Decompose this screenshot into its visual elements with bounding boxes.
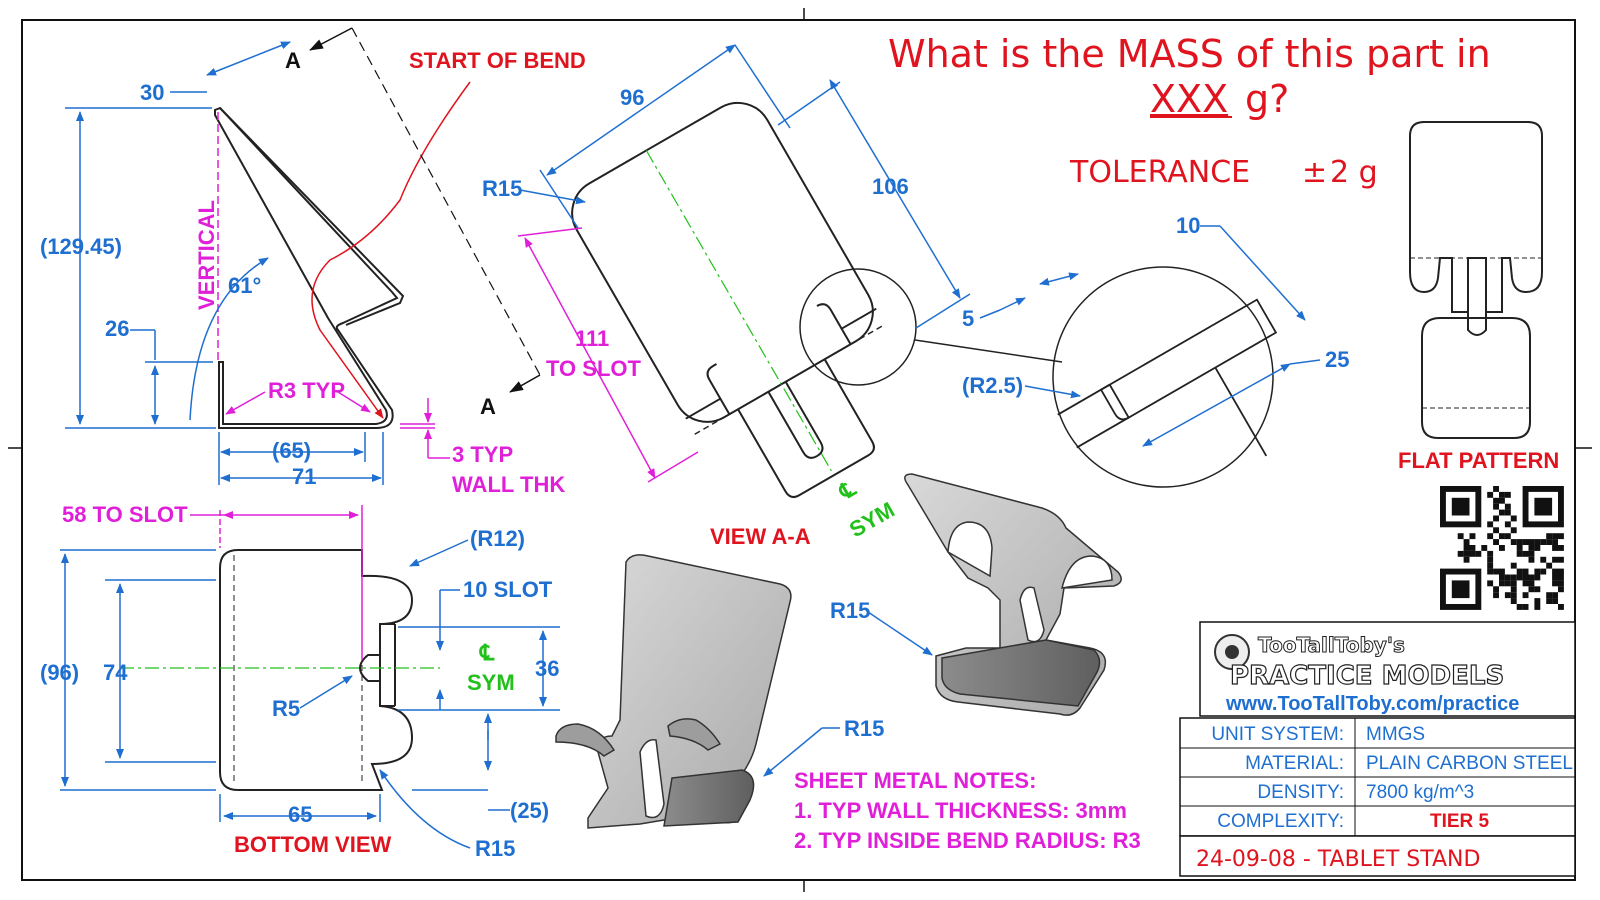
view-dim-111: 111 (575, 326, 609, 351)
brand-sub: PRACTICE MODELS (1230, 661, 1504, 691)
bottom-r15: R15 (475, 836, 515, 861)
tolerance-label: TOLERANCE (1069, 155, 1250, 190)
section-a-top: A (285, 48, 301, 73)
bottom-dim-74: 74 (103, 660, 128, 685)
flat-pattern: FLAT PATTERN (1398, 121, 1559, 473)
brand-url: www.TooTallToby.com/practice (1225, 693, 1519, 715)
r3-typ-label: R3 TYP (268, 378, 345, 403)
start-of-bend-label: START OF BEND (409, 48, 586, 73)
notes-heading: SHEET METAL NOTES: (794, 768, 1036, 793)
brand-name: TooTallToby's (1258, 633, 1405, 657)
detail-r2-5: (R2.5) (962, 373, 1023, 398)
tb-label-unit-system: UNIT SYSTEM: (1211, 724, 1344, 745)
view-dim-106: 106 (872, 174, 909, 199)
bottom-dim-25: (25) (510, 798, 549, 823)
tb-label-complexity: COMPLEXITY: (1217, 811, 1344, 832)
three-typ-label: 3 TYP (452, 442, 513, 467)
dim-30: 30 (140, 80, 164, 105)
detail-dim-10: 10 (1176, 213, 1200, 238)
tb-value-unit-system: MMGS (1366, 724, 1425, 745)
detail-dim-25: 25 (1325, 347, 1349, 372)
bottom-sym-label: SYM (467, 670, 515, 695)
question-unit: g? (1245, 77, 1289, 121)
sheet-metal-notes: SHEET METAL NOTES: 1. TYP WALL THICKNESS… (794, 768, 1141, 853)
wall-thk-label: WALL THK (452, 472, 565, 497)
view-sym-label: SYM (845, 497, 899, 542)
view-to-slot: TO SLOT (546, 356, 641, 381)
tb-part-name: 24-09-08 - TABLET STAND (1196, 847, 1480, 872)
tb-value-complexity: TIER 5 (1430, 811, 1490, 832)
dim-angle-61: 61° (228, 273, 261, 298)
bottom-cl-symbol: ℄ (479, 640, 495, 665)
dim-26: 26 (105, 316, 129, 341)
bottom-view-label: BOTTOM VIEW (234, 832, 391, 857)
view-a-a: 96 106 R15 111 TO SLOT VIEW A-A ℄ SYM (482, 44, 1063, 549)
iso-r15-bottom: R15 (844, 716, 884, 741)
tb-value-material: PLAIN CARBON STEEL (1366, 753, 1573, 774)
question-title: What is the MASS of this part in (888, 32, 1491, 76)
iso-view-right: R15 (830, 473, 1122, 716)
bottom-58-to-slot: 58 TO SLOT (62, 502, 188, 527)
bottom-r5: R5 (272, 696, 300, 721)
bottom-10-slot: 10 SLOT (463, 577, 553, 602)
tb-value-density: 7800 kg/m^3 (1366, 782, 1474, 803)
sheet-border (21, 19, 1576, 881)
tb-label-density: DENSITY: (1257, 782, 1344, 803)
notes-item-1: 1. TYP WALL THICKNESS: 3mm (794, 798, 1127, 823)
tb-label-material: MATERIAL: (1245, 753, 1344, 774)
tolerance-value: 2 g (1330, 155, 1378, 190)
bottom-dim-65: 65 (288, 802, 312, 827)
dim-129-45: (129.45) (40, 234, 122, 259)
iso-view-left: R15 (555, 554, 884, 829)
vertical-label: VERTICAL (194, 200, 219, 310)
section-line-a-a (351, 27, 541, 376)
view-a-a-label: VIEW A-A (710, 524, 811, 549)
bottom-dim-96: (96) (40, 660, 79, 685)
detail-view: 10 5 (R2.5) 25 (962, 213, 1349, 488)
bottom-dim-36: 36 (535, 656, 559, 681)
iso-r15-top: R15 (830, 598, 870, 623)
bottom-r12: (R12) (470, 526, 525, 551)
detail-dim-5: 5 (962, 306, 974, 331)
dim-65-side: (65) (272, 438, 311, 463)
section-a-bottom: A (480, 394, 496, 419)
view-r15: R15 (482, 176, 522, 201)
dim-71: 71 (292, 464, 316, 489)
title-block: TooTallToby's PRACTICE MODELS www.TooTal… (1179, 621, 1576, 877)
flat-pattern-label: FLAT PATTERN (1398, 448, 1559, 473)
side-view: VERTICAL 30 (129.45) 26 61° R3 TYP (65) … (40, 27, 586, 497)
notes-item-2: 2. TYP INSIDE BEND RADIUS: R3 (794, 828, 1141, 853)
question-xxx: XXX (1150, 77, 1228, 121)
view-cl-symbol: ℄ (834, 475, 860, 505)
qr-code (1440, 486, 1564, 610)
tolerance-pm: ± (1302, 155, 1327, 190)
detail-circle-small (799, 268, 917, 386)
bottom-view: 58 TO SLOT (R12) 36 10 SLOT ℄ SYM (96) 7… (40, 502, 560, 861)
view-dim-96: 96 (620, 85, 644, 110)
